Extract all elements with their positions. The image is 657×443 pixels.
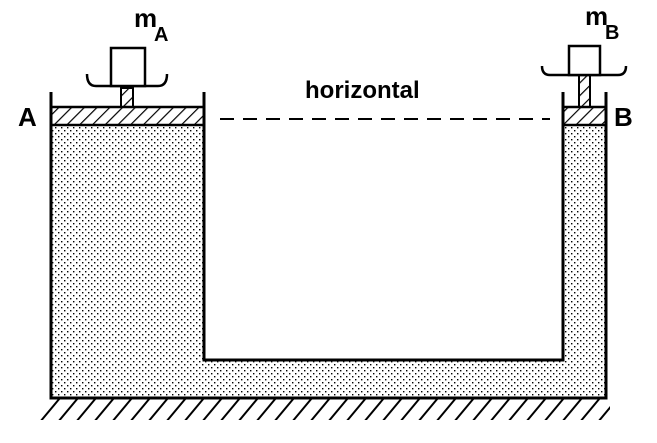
piston-a [49, 105, 206, 127]
piston-b [561, 105, 608, 127]
mass-a-block [109, 46, 147, 88]
u-tube-outer-wall [49, 92, 608, 400]
piston-b-label: B [614, 102, 633, 132]
mass-b-letter: m [585, 1, 608, 31]
mass-a-letter: m [134, 3, 157, 33]
piston-a-label: A [18, 102, 37, 132]
fluid-region [51, 125, 606, 398]
mass-b-assembly [540, 44, 628, 108]
mass-a-subscript: A [154, 24, 168, 46]
mass-b-rod [578, 74, 591, 108]
mass-a-rod [120, 87, 134, 108]
mass-a-assembly [85, 46, 169, 108]
mass-b-label: m [585, 1, 608, 31]
u-tube-inner-wall [202, 92, 565, 362]
mass-a-label: m [134, 3, 157, 33]
mass-b-block [567, 44, 602, 77]
ground-hatching [40, 398, 610, 420]
horizontal-label: horizontal [305, 77, 420, 104]
mass-b-subscript: B [605, 22, 619, 44]
